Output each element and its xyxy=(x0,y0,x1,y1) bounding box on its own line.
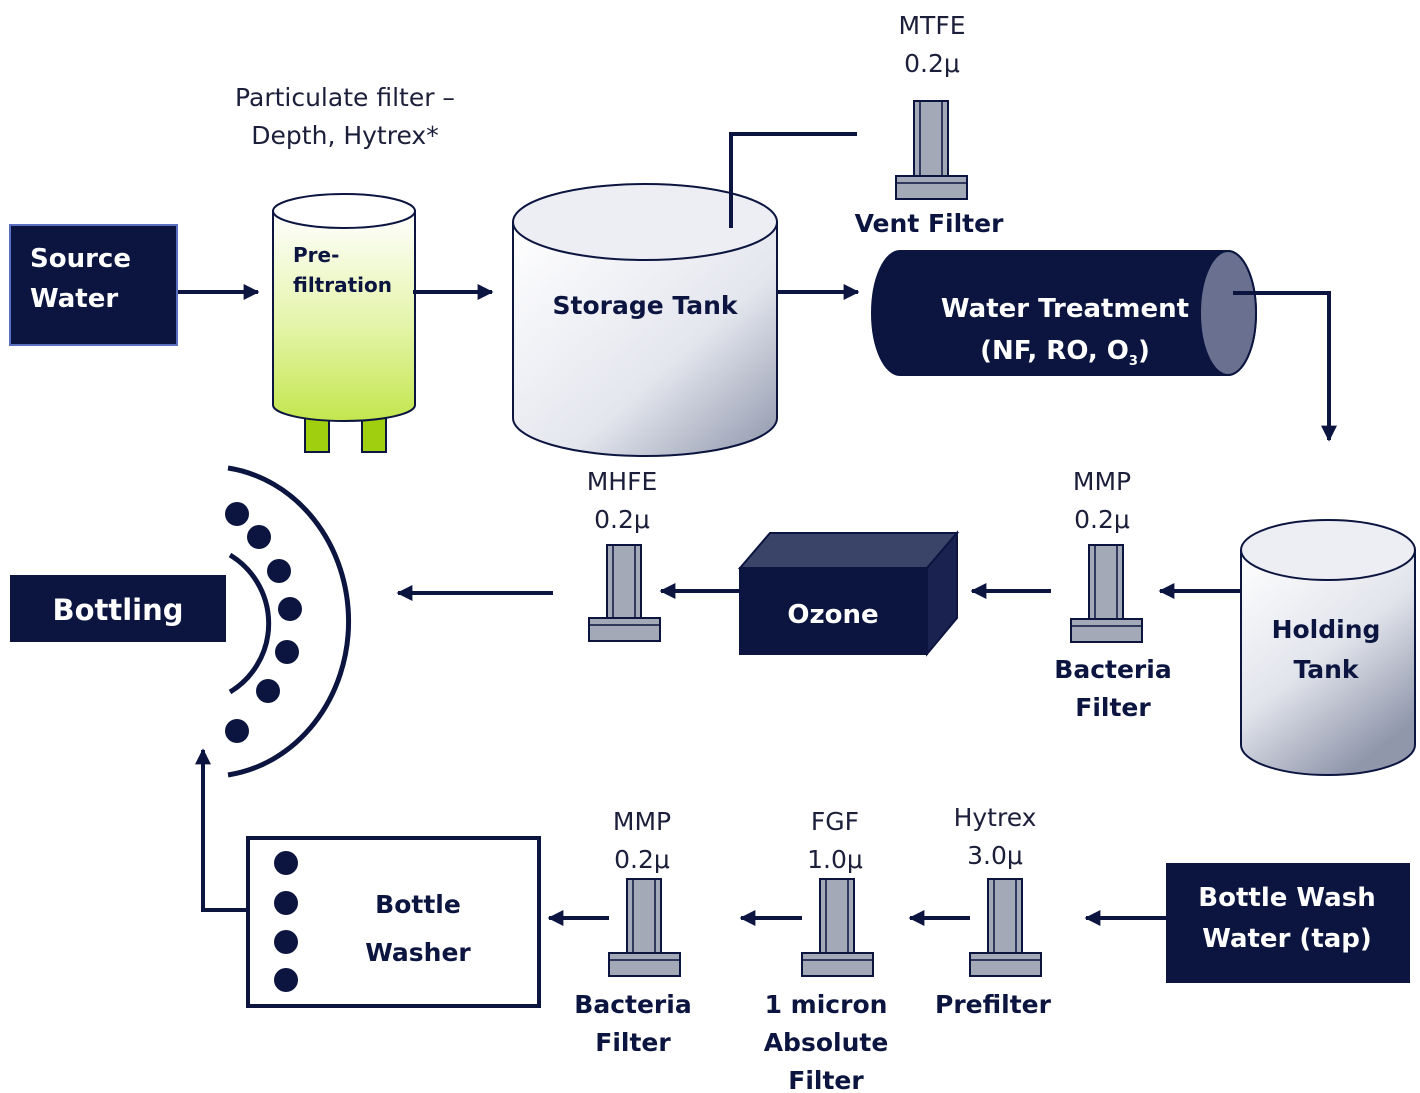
bottle-wash-line2: Water (tap) xyxy=(1202,924,1372,954)
vent-filter-label: Vent Filter xyxy=(855,209,1005,238)
water-treatment-vessel: Water Treatment (NF, RO, O3) xyxy=(871,250,1257,376)
source-water-box: Source Water xyxy=(9,224,178,346)
bacteria-filter-bottom-line1: Bacteria xyxy=(574,990,691,1019)
absolute-filter-line3: Filter xyxy=(788,1066,864,1093)
bottle-position xyxy=(278,597,302,621)
washer-bottle-position xyxy=(274,851,298,875)
mhfe-filter-rating: 0.2μ xyxy=(594,505,650,534)
prefilter-label-line1: Pre- xyxy=(293,243,339,267)
prefilter-bottom-code: Hytrex xyxy=(954,803,1037,832)
bacteria-filter-top-line1: Bacteria xyxy=(1054,655,1171,684)
prefilter-caption-line2: Depth, Hytrex* xyxy=(251,121,438,150)
bottle-position xyxy=(256,679,280,703)
water-treatment-line1: Water Treatment xyxy=(941,294,1189,324)
prefilter-bottom: Hytrex 3.0μ Prefilter xyxy=(935,803,1052,1019)
water-treatment-line2: (NF, RO, O3) xyxy=(980,336,1150,369)
absolute-filter: FGF 1.0μ 1 micron Absolute Filter xyxy=(764,807,889,1093)
prefilter-label-line2: filtration xyxy=(293,273,392,297)
washer-bottle-position xyxy=(274,968,298,992)
holding-tank: Holding Tank xyxy=(1240,519,1416,776)
washer-bottle-position xyxy=(274,930,298,954)
bacteria-filter-bottom: MMP 0.2μ Bacteria Filter xyxy=(574,807,691,1057)
ozone-unit: Ozone xyxy=(737,530,960,657)
ozone-label: Ozone xyxy=(787,600,878,630)
bottle-position xyxy=(267,559,291,583)
arrow-washer-to-bottling xyxy=(195,748,248,912)
bottle-washer-line1: Bottle xyxy=(375,890,461,919)
bottle-position xyxy=(247,525,271,549)
holding-tank-line2: Tank xyxy=(1293,655,1359,684)
bottle-wash-line1: Bottle Wash xyxy=(1198,883,1375,913)
bacteria-filter-top-line2: Filter xyxy=(1075,693,1151,722)
mhfe-filter-code: MHFE xyxy=(587,467,658,496)
bacteria-filter-bottom-line2: Filter xyxy=(595,1028,671,1057)
storage-tank-label: Storage Tank xyxy=(552,291,738,320)
vent-filter-code: MTFE xyxy=(898,11,965,40)
bottling-carousel xyxy=(225,465,351,778)
absolute-filter-rating: 1.0μ xyxy=(807,845,863,874)
bacteria-filter-bottom-rating: 0.2μ xyxy=(614,845,670,874)
bacteria-filter-top: MMP 0.2μ Bacteria Filter xyxy=(1054,467,1171,722)
prefiltration-cartridge: Particulate filter – Depth, Hytrex* Pre-… xyxy=(235,83,455,453)
bottle-position xyxy=(275,640,299,664)
storage-tank: Storage Tank xyxy=(512,183,778,457)
bottle-wash-water-box: Bottle Wash Water (tap) xyxy=(1166,863,1410,983)
bottle-position xyxy=(225,719,249,743)
vent-pipe xyxy=(729,132,857,228)
bottle-position xyxy=(225,502,249,526)
vent-filter-rating: 0.2μ xyxy=(904,49,960,78)
bacteria-filter-top-code: MMP xyxy=(1073,467,1131,496)
absolute-filter-line2: Absolute xyxy=(764,1028,889,1057)
source-water-line1: Source xyxy=(30,244,131,274)
bacteria-filter-bottom-code: MMP xyxy=(613,807,671,836)
bottling-box: Bottling xyxy=(10,575,226,642)
holding-tank-line1: Holding xyxy=(1272,615,1381,644)
arrow-treatment-to-holding xyxy=(1233,291,1337,442)
mhfe-filter: MHFE 0.2μ xyxy=(587,467,661,642)
vent-filter: MTFE 0.2μ Vent Filter xyxy=(855,11,1005,238)
absolute-filter-line1: 1 micron xyxy=(765,990,888,1019)
prefilter-bottom-label: Prefilter xyxy=(935,990,1052,1019)
absolute-filter-code: FGF xyxy=(811,807,859,836)
bottle-washer: Bottle Washer xyxy=(246,836,541,1008)
prefilter-caption-line1: Particulate filter – xyxy=(235,83,455,112)
bottle-washer-line2: Washer xyxy=(365,938,471,967)
prefilter-bottom-rating: 3.0μ xyxy=(967,841,1023,870)
bacteria-filter-top-rating: 0.2μ xyxy=(1074,505,1130,534)
washer-bottle-position xyxy=(274,891,298,915)
bottling-label: Bottling xyxy=(52,593,183,627)
source-water-line2: Water xyxy=(30,284,118,314)
